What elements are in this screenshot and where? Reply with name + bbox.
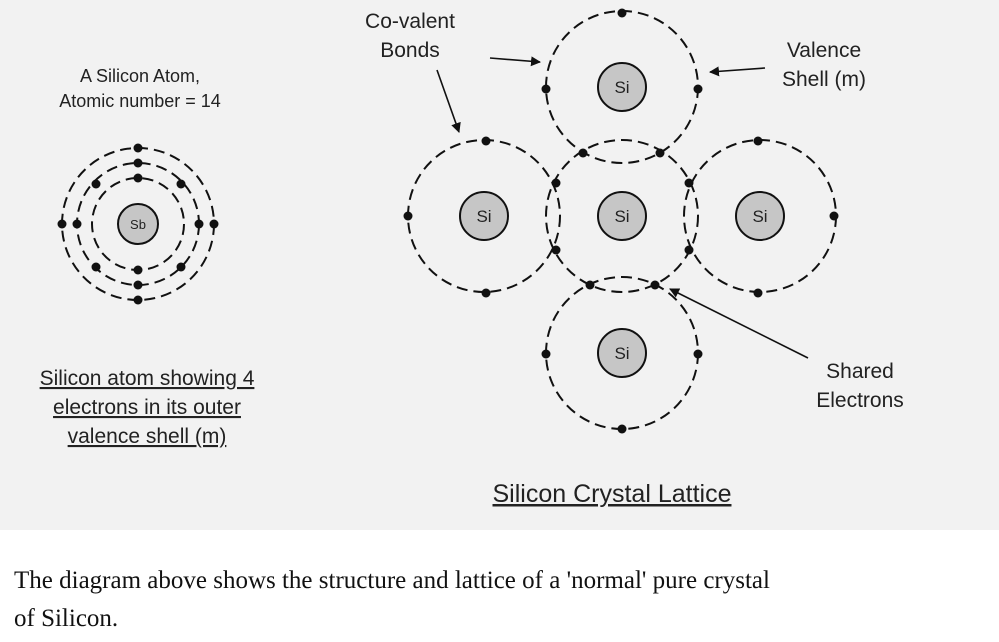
valence-shell-label-line2: Shell (m) (782, 68, 866, 91)
single-atom-nucleus (117, 203, 159, 245)
valence-electron (133, 295, 143, 305)
single-atom: A Silicon Atom, Atomic number = 14 Sb Si… (40, 66, 255, 448)
single-atom-title-line1: A Silicon Atom, (80, 66, 200, 86)
si-nucleus-top (597, 62, 647, 112)
electron (133, 173, 143, 183)
electron (133, 265, 143, 275)
si-label-right: Si (752, 207, 767, 226)
si-label-left: Si (476, 207, 491, 226)
shared-electrons-arrow (669, 288, 809, 359)
electron (693, 349, 703, 359)
shared-electrons-label-line2: Electrons (816, 389, 904, 412)
lattice-title: Silicon Crystal Lattice (493, 480, 732, 508)
electron (829, 211, 839, 221)
electron (481, 288, 491, 298)
valence-electron (133, 143, 143, 153)
electron (753, 288, 763, 298)
electron (541, 349, 551, 359)
covalent-bonds-label-line2: Bonds (380, 39, 440, 62)
shared-electrons-label-line1: Shared (826, 360, 894, 383)
valence-shell-label-line1: Valence (787, 39, 861, 62)
shared-electron (684, 245, 694, 255)
electron (72, 219, 82, 229)
caption-line1: The diagram above shows the structure an… (14, 567, 770, 594)
shared-electron (585, 280, 595, 290)
valence-shell-arrow (709, 66, 766, 77)
crystal-lattice: Si Si Si Si Si Co-valent Bonds Valence S… (365, 8, 904, 508)
shared-electron (578, 148, 588, 158)
single-atom-desc-line3: valence shell (m) (68, 425, 227, 448)
si-nucleus-right (735, 191, 785, 241)
electron (481, 136, 491, 146)
diagram-svg: A Silicon Atom, Atomic number = 14 Sb Si… (40, 8, 904, 508)
electron (693, 84, 703, 94)
si-nucleus-center (597, 191, 647, 241)
electron (133, 280, 143, 290)
electron (194, 219, 204, 229)
diagram-area: A Silicon Atom, Atomic number = 14 Sb Si… (0, 0, 999, 530)
electron (176, 179, 186, 189)
si-nucleus-left (459, 191, 509, 241)
electron (617, 424, 627, 434)
electron (176, 262, 186, 272)
si-label-top: Si (614, 78, 629, 97)
single-atom-desc-line1: Silicon atom showing 4 (40, 367, 255, 390)
si-label-center: Si (614, 207, 629, 226)
shared-electron (650, 280, 660, 290)
valence-shell-center (545, 139, 699, 293)
single-atom-nucleus-label: Sb (130, 217, 146, 232)
covalent-bonds-arrow-down (436, 69, 461, 133)
valence-electron (57, 219, 67, 229)
si-nucleus-bottom (597, 328, 647, 378)
caption-paragraph: The diagram above shows the structure an… (14, 562, 999, 638)
shared-electron (684, 178, 694, 188)
covalent-bonds-arrow-right (489, 56, 541, 67)
shared-electron (551, 178, 561, 188)
electron (753, 136, 763, 146)
electron (541, 84, 551, 94)
single-atom-title-line2: Atomic number = 14 (59, 91, 221, 111)
shared-electron (551, 245, 561, 255)
valence-electron (209, 219, 219, 229)
electron (91, 262, 101, 272)
single-atom-desc-line2: electrons in its outer (53, 396, 241, 419)
caption-line2: of Silicon. (14, 605, 119, 632)
covalent-bonds-label-line1: Co-valent (365, 10, 455, 33)
si-label-bottom: Si (614, 344, 629, 363)
electron (133, 158, 143, 168)
shared-electron (655, 148, 665, 158)
electron (617, 8, 627, 18)
electron (403, 211, 413, 221)
electron (91, 179, 101, 189)
